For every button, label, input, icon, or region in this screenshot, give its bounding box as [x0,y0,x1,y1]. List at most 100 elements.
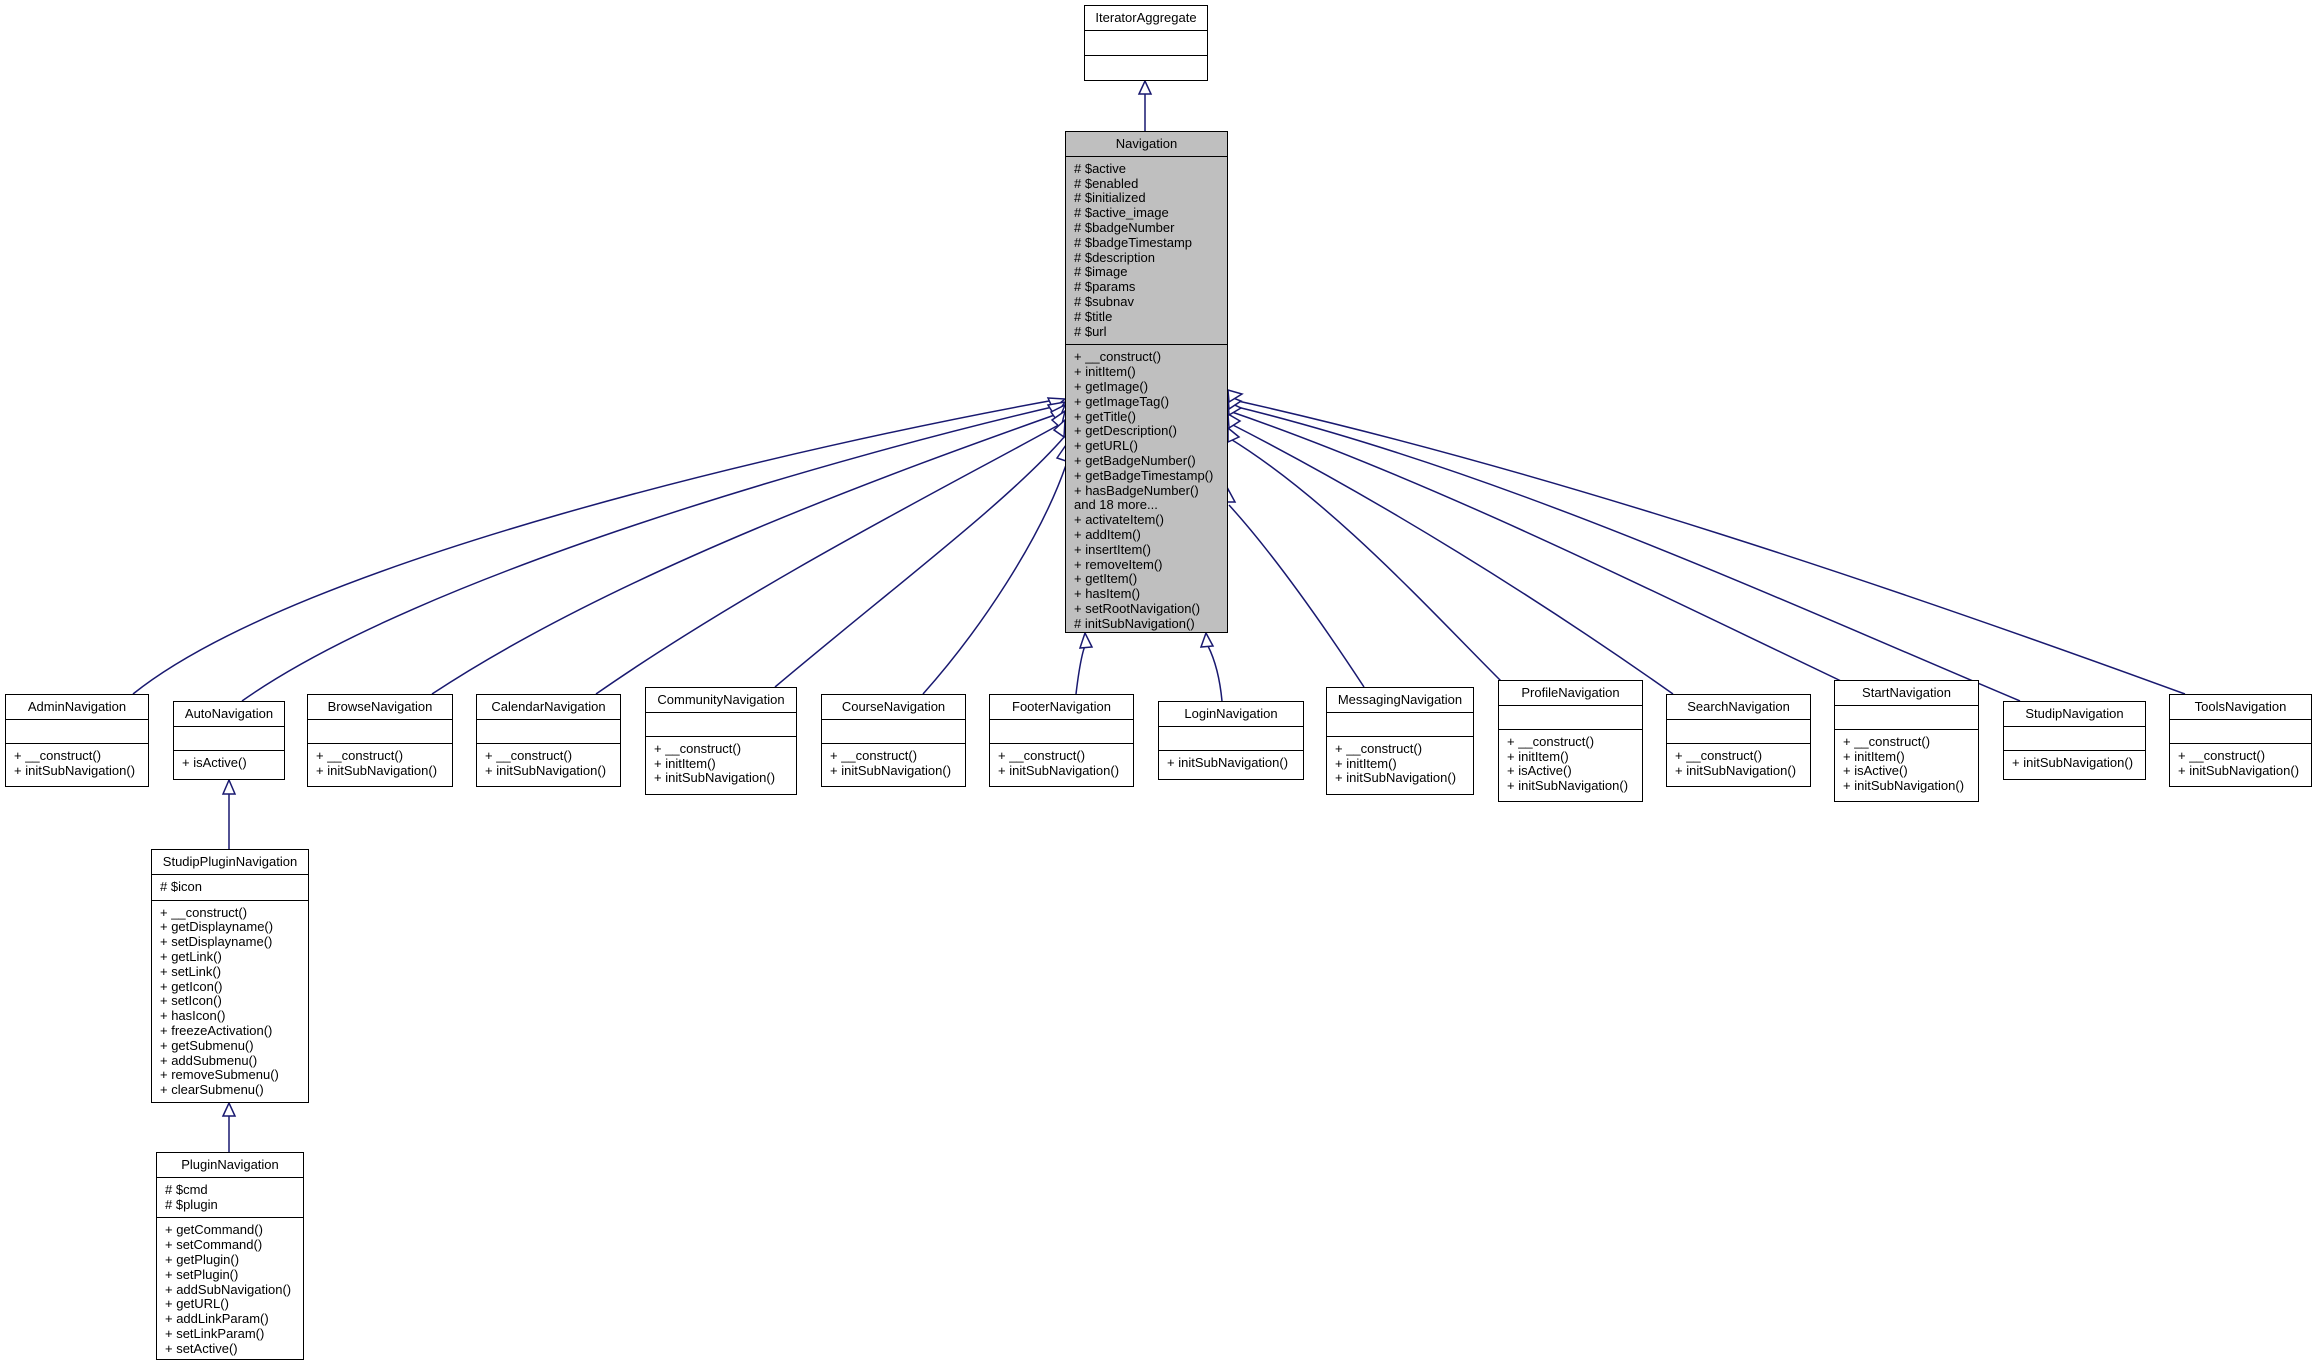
inheritance-edge-auto-navigation [241,404,1062,702]
attribute-line: # $badgeNumber [1074,219,1175,235]
method-line: + getLink() [160,948,222,964]
class-box-plugin-navigation[interactable]: PluginNavigation # $cmd# $plugin + getCo… [156,1152,304,1360]
method-line: + __construct() [830,747,918,763]
attribute-line: # $badgeTimestamp [1074,234,1193,250]
method-line: + initItem() [1843,748,1905,764]
methods-section: + __construct()+ initItem()+ isActive()+… [1835,730,1978,799]
inheritance-edge-tools-navigation [1228,398,2186,695]
method-line: + addItem() [1074,526,1141,542]
method-line: + __construct() [998,747,1086,763]
inheritance-edge-profile-navigation [1228,437,1502,682]
methods-section: + __construct()+ initItem()+ initSubNavi… [646,737,796,791]
class-box-admin-navigation[interactable]: AdminNavigation + __construct()+ initSub… [5,694,149,787]
methods-section: + isActive() [174,751,284,776]
class-box-login-navigation[interactable]: LoginNavigation + initSubNavigation() [1158,701,1304,780]
method-line: + initSubNavigation() [1167,754,1289,770]
class-box-profile-navigation[interactable]: ProfileNavigation + __construct()+ initI… [1498,680,1643,802]
inheritance-edge-browse-navigation [431,411,1064,695]
method-line: + getItem() [1074,571,1138,587]
class-box-tools-navigation[interactable]: ToolsNavigation + __construct()+ initSub… [2169,694,2312,787]
class-box-messaging-navigation[interactable]: MessagingNavigation + __construct()+ ini… [1326,687,1474,795]
method-line: + __construct() [1507,733,1595,749]
methods-section: + __construct()+ initItem()+ initSubNavi… [1327,737,1473,791]
class-box-studip-navigation[interactable]: StudipNavigation + initSubNavigation() [2003,701,2146,780]
method-line: + insertItem() [1074,541,1151,557]
methods-section: + __construct()+ initItem()+ getImage()+… [1066,345,1227,636]
attribute-line: # $description [1074,249,1155,265]
class-box-browse-navigation[interactable]: BrowseNavigation + __construct()+ initSu… [307,694,453,787]
class-box-community-navigation[interactable]: CommunityNavigation + __construct()+ ini… [645,687,797,795]
class-name: BrowseNavigation [308,695,452,720]
inheritance-arrowhead [1052,418,1066,439]
attributes-section: # $icon [152,875,308,901]
method-line: + setPlugin() [165,1266,239,1282]
method-line: + activateItem() [1074,512,1164,528]
method-line: + initSubNavigation() [2012,754,2134,770]
attribute-line: # $enabled [1074,175,1139,191]
inheritance-arrowhead [1227,426,1241,444]
attributes-section [2170,720,2311,744]
method-line: + getBadgeNumber() [1074,452,1196,468]
methods-section: + __construct()+ initSubNavigation() [477,744,620,784]
attributes-section [2004,727,2145,751]
method-line: + initSubNavigation() [14,762,136,778]
inheritance-arrowhead [1227,412,1242,430]
method-line: + hasBadgeNumber() [1074,482,1199,498]
method-line: + clearSubmenu() [160,1082,264,1098]
attribute-line: # $url [1074,323,1107,339]
method-line: + removeItem() [1074,556,1163,572]
inheritance-arrowhead [221,1101,237,1117]
method-line: + initItem() [1074,364,1136,380]
methods-section: + __construct()+ initSubNavigation() [308,744,452,784]
class-box-course-navigation[interactable]: CourseNavigation + __construct()+ initSu… [821,694,966,787]
class-box-iterator-aggregate[interactable]: IteratorAggregate [1084,5,1208,81]
class-box-footer-navigation[interactable]: FooterNavigation + __construct()+ initSu… [989,694,1134,787]
class-name: AdminNavigation [6,695,148,720]
class-box-auto-navigation[interactable]: AutoNavigation + isActive() [173,701,285,780]
method-line: # initSubNavigation() [1074,615,1195,631]
method-line: + __construct() [485,747,573,763]
method-line: + initSubNavigation() [1507,778,1629,794]
method-line: + __construct() [1335,740,1423,756]
class-name: PluginNavigation [157,1153,303,1178]
method-line: + getPlugin() [165,1251,240,1267]
inheritance-edge-messaging-navigation [1228,504,1365,688]
attribute-line: # $plugin [165,1196,218,1212]
attributes-section [1499,706,1642,730]
class-box-start-navigation[interactable]: StartNavigation + __construct()+ initIte… [1834,680,1979,802]
method-line: + initItem() [654,755,716,771]
method-line: + initSubNavigation() [1335,770,1457,786]
methods-section: + initSubNavigation() [1159,751,1303,776]
methods-section: + __construct()+ initItem()+ isActive()+… [1499,730,1642,799]
class-name: IteratorAggregate [1085,6,1207,31]
attribute-line: # $initialized [1074,190,1146,206]
method-line: + addLinkParam() [165,1311,269,1327]
method-line: + __construct() [654,740,742,756]
class-box-studip-plugin-navigation[interactable]: StudipPluginNavigation # $icon + __const… [151,849,309,1103]
methods-section: + initSubNavigation() [2004,751,2145,776]
method-line: + setActive() [165,1340,238,1356]
method-line: + initSubNavigation() [2178,762,2300,778]
method-line: + setDisplayname() [160,934,273,950]
method-line: + initItem() [1507,748,1569,764]
inheritance-edge-community-navigation [774,435,1066,688]
attribute-line: # $active [1074,160,1127,176]
method-line: + __construct() [2178,747,2266,763]
attributes-section [1835,706,1978,730]
class-box-calendar-navigation[interactable]: CalendarNavigation + __construct()+ init… [476,694,621,787]
methods-section: + __construct()+ initSubNavigation() [822,744,965,784]
attributes-section [822,720,965,744]
attributes-section [477,720,620,744]
method-line: + initSubNavigation() [485,762,607,778]
attribute-line: # $icon [160,878,202,894]
method-line: + getURL() [165,1296,229,1312]
class-box-navigation[interactable]: Navigation # $active# $enabled# $initial… [1065,131,1228,633]
method-line: + initItem() [1335,755,1397,771]
class-name: SearchNavigation [1667,695,1810,720]
method-line: + getDescription() [1074,423,1177,439]
inheritance-arrowhead [1199,631,1215,648]
class-box-search-navigation[interactable]: SearchNavigation + __construct()+ initSu… [1666,694,1811,787]
attributes-section [174,727,284,751]
inheritance-edge-footer-navigation [1075,644,1088,695]
method-line: + hasIcon() [160,1008,226,1024]
